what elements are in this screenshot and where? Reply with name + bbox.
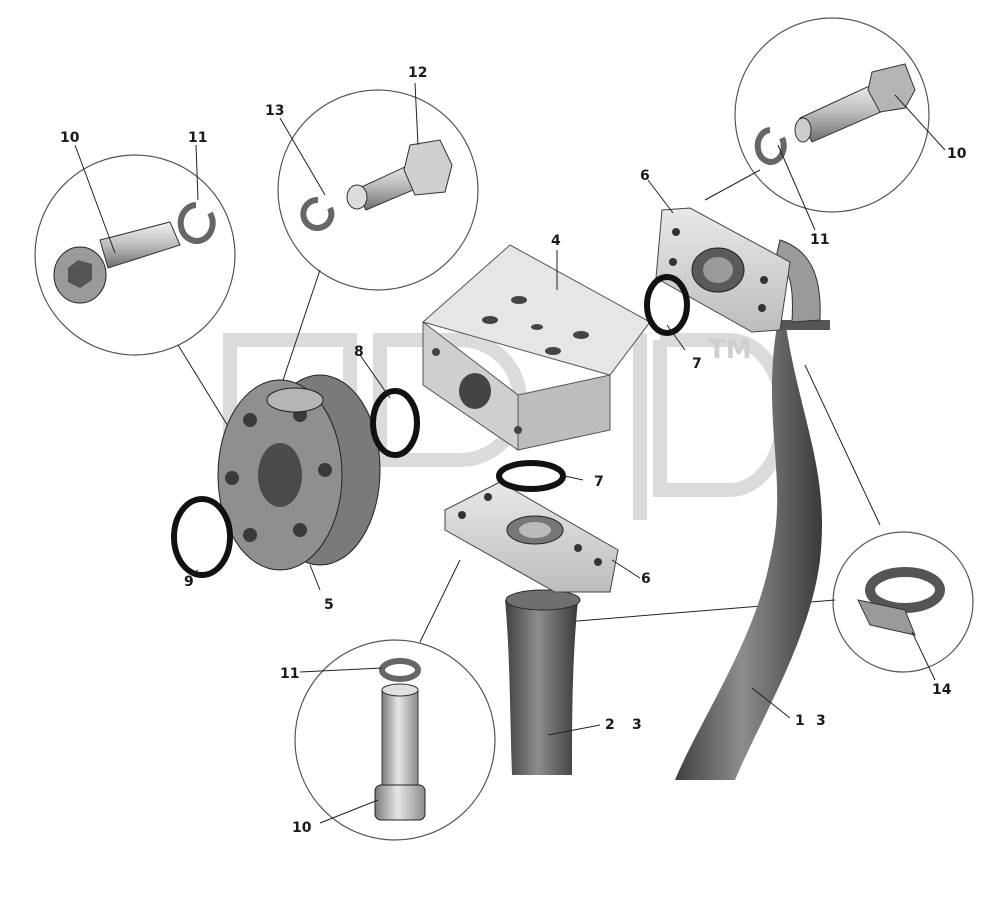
callout-6-lower: 6 [641,571,651,587]
callout-7-lower: 7 [594,474,604,490]
callout-1: 1 [795,713,805,729]
callout-8: 8 [354,344,364,360]
split-washer-11-bottom [379,658,421,682]
callout-7-upper: 7 [692,356,702,372]
split-washer-13 [300,196,335,231]
callout-leader-lines [74,82,946,824]
callout-10-right: 10 [947,146,967,162]
callout-11-left: 11 [188,130,207,146]
bolt-10-left [53,221,181,304]
flange-6-upper [655,207,791,333]
detail-circle-bolt-right [734,17,930,213]
flange-6-lower [444,481,619,593]
callout-11-right: 11 [810,232,829,248]
callout-4: 4 [551,233,561,249]
hose-2 [505,589,581,775]
hose-clamp-14 [857,567,945,636]
callout-11-bottom: 11 [280,666,299,682]
o-ring-8 [370,388,420,458]
o-ring-7-upper [644,274,690,336]
bolt-12-top [346,139,453,211]
trademark-label: TM [708,335,752,365]
callout-12: 12 [408,65,427,81]
callout-13: 13 [265,103,284,119]
split-washer-11-right [754,127,787,165]
callout-5: 5 [324,597,334,613]
distribution-block-4 [421,244,651,451]
callout-2: 2 [605,717,615,733]
callout-10-left: 10 [60,130,80,146]
round-flange-5 [217,374,381,571]
callout-2-qty: 3 [632,717,642,733]
bolt-10-bottom [374,683,426,821]
o-ring-7-lower [496,460,566,492]
callout-6-upper: 6 [640,168,650,184]
callout-1-qty: 3 [816,713,826,729]
callout-14: 14 [932,682,952,698]
callout-10-bottom: 10 [292,820,312,836]
detail-circle-bolt-top [277,89,479,291]
detail-circle-clamp [832,531,974,673]
detail-circle-bolt-bottom [294,639,496,841]
detail-circle-bolt-left [34,154,236,356]
split-washer-11-left [177,202,216,244]
o-ring-9 [171,496,233,578]
bolt-10-right [794,63,916,143]
callout-9: 9 [184,574,194,590]
